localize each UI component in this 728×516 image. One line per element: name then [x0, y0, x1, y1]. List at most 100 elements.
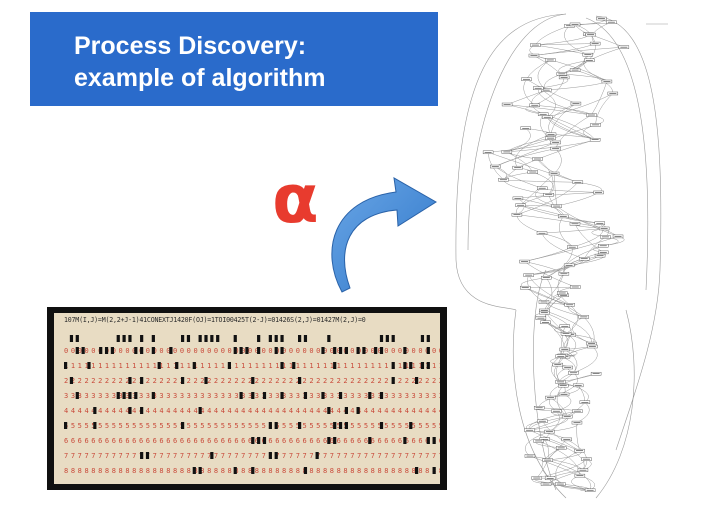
graph-edge [553, 173, 557, 207]
punch-hole [338, 422, 343, 429]
punch-hole [198, 335, 202, 342]
punch-hole [75, 347, 79, 354]
graph-edge [516, 182, 579, 215]
slide-title-line-1: Process Discovery: [74, 32, 307, 60]
process-model-graph [455, 13, 668, 499]
graph-edge [538, 440, 581, 476]
punch-hole [210, 452, 214, 459]
punch-hole [403, 347, 407, 354]
graph-edge [506, 128, 531, 153]
graph-edge [583, 54, 607, 82]
punch-hole [204, 335, 208, 342]
graph-edge [529, 430, 580, 451]
graph-edge [595, 93, 613, 125]
graph-edge [526, 59, 551, 80]
graph-edge [523, 79, 535, 106]
punch-hole [251, 392, 255, 399]
punch-hole [333, 437, 337, 444]
punch-hole [268, 452, 272, 459]
punch-hole [110, 347, 114, 354]
graph-edge [507, 104, 596, 140]
punch-hole [140, 377, 144, 384]
punch-hole [379, 392, 384, 399]
punch-hole [303, 335, 308, 342]
graph-edge [535, 34, 589, 46]
punch-hole [333, 362, 337, 369]
punch-hole [257, 437, 261, 444]
punch-hole [122, 392, 126, 399]
graph-edge [547, 117, 596, 140]
punch-hole [333, 422, 337, 429]
slide-title-line-2: example of algorithm [74, 64, 326, 92]
graph-edge [488, 152, 578, 183]
graph-edge [525, 431, 550, 457]
graph-edge [573, 346, 598, 373]
curved-arrow-icon [331, 177, 437, 293]
graph-edge [585, 17, 649, 291]
punch-hole [87, 362, 91, 369]
punch-hole [280, 392, 284, 399]
punch-hole [151, 392, 155, 399]
graph-edge [533, 269, 557, 491]
graph-edge [544, 410, 578, 440]
graph-edge [566, 439, 588, 471]
punch-hole [379, 335, 384, 342]
graph-edge [591, 81, 608, 116]
punch-hole [268, 335, 272, 342]
punch-hole [216, 335, 220, 342]
graph-edge [591, 21, 612, 44]
punch-hole [245, 347, 249, 354]
graph-edge [537, 158, 554, 195]
punch-hole [239, 392, 243, 399]
punch-hole [186, 335, 191, 342]
card-row-7: 7777777777777777777777777777777777777777… [64, 452, 440, 460]
graph-edge [555, 114, 592, 149]
punch-card: 107M(I,J)=M(2,2+J-1)41CONEXTJ1420F(OJ)=1… [54, 313, 440, 484]
punch-hole [198, 407, 202, 414]
graph-edge [495, 142, 556, 167]
punch-hole [251, 377, 255, 384]
punch-hole [251, 437, 255, 444]
punch-hole [344, 347, 348, 354]
alpha-symbol: α [272, 160, 319, 239]
card-row-0: 0000000000000000000000000000000000000000… [64, 347, 440, 355]
graph-edge [572, 223, 604, 248]
graph-edge [533, 55, 565, 78]
graph-edge [534, 77, 565, 106]
punch-hole [64, 362, 68, 369]
punch-hole [128, 392, 132, 399]
graph-edge [542, 421, 580, 451]
punch-hole [99, 347, 103, 354]
graph-edge [595, 15, 662, 451]
punch-hole [315, 452, 319, 459]
graph-edge [531, 89, 547, 115]
punch-hole [274, 452, 278, 459]
punch-hole [140, 347, 144, 354]
punch-hole [292, 362, 296, 369]
punch-hole [333, 347, 337, 354]
graph-edge [524, 261, 576, 288]
punch-hole [298, 377, 302, 384]
graph-edge [507, 104, 592, 116]
graph-edge [517, 139, 596, 168]
punch-hole [344, 407, 348, 414]
graph-edge [556, 394, 572, 412]
punch-hole [204, 377, 208, 384]
graph-edge [513, 309, 567, 499]
punch-hole [210, 335, 214, 342]
graph-edge [455, 13, 567, 311]
punch-hole [128, 407, 132, 414]
graph-edge [578, 385, 586, 403]
title-box: Process Discovery: example of algorithm [30, 12, 438, 106]
graph-edge [547, 93, 613, 118]
graph-edge [576, 422, 580, 451]
punch-hole [151, 347, 155, 354]
graph-edge [560, 356, 576, 373]
graph-edge [546, 247, 573, 278]
punch-hole [432, 437, 436, 444]
graph-edge [540, 317, 592, 344]
graph-edge [544, 439, 549, 461]
punch-hole [303, 392, 308, 399]
punch-hole [379, 422, 384, 429]
punch-hole [128, 335, 132, 342]
